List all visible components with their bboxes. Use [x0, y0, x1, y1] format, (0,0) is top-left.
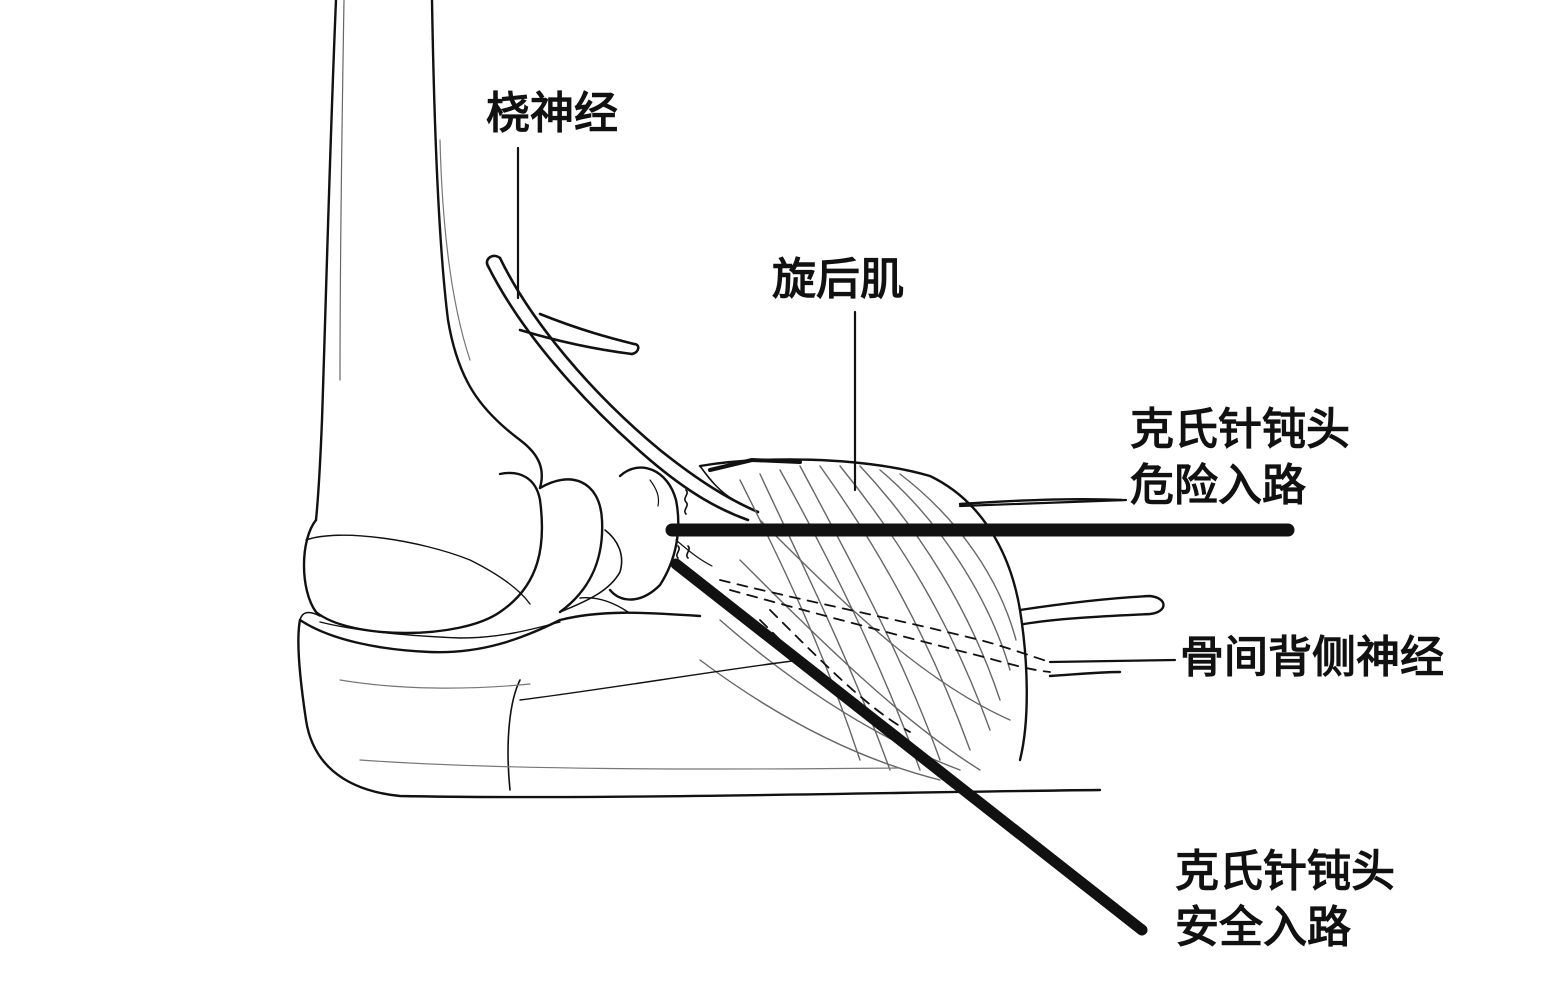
leader-lines [516, 146, 1177, 664]
supinator-muscle [698, 458, 1028, 762]
label-safe-route-line2: 安全入路 [1175, 902, 1351, 953]
label-supinator: 旋后肌 [772, 254, 904, 305]
k-wire-safe [670, 558, 1148, 936]
supinator-fibers [699, 465, 1017, 781]
label-danger-route: 克氏针钝头 危险入路 [1130, 402, 1350, 514]
radial-head [579, 466, 713, 613]
label-safe-route-line1: 克氏针钝头 [1175, 846, 1395, 897]
fracture-marks [676, 489, 690, 559]
label-danger-route-line2: 危险入路 [1130, 460, 1306, 511]
label-posterior-interosseous-nerve: 骨间背侧神经 [1180, 632, 1444, 683]
radial-nerve [485, 254, 760, 522]
humerus [302, 0, 623, 635]
radius-shaft [958, 498, 1165, 678]
label-danger-route-line1: 克氏针钝头 [1130, 404, 1350, 455]
label-safe-route: 克氏针钝头 安全入路 [1175, 844, 1395, 956]
ulna [297, 611, 1102, 799]
label-radial-nerve: 桡神经 [486, 88, 618, 139]
